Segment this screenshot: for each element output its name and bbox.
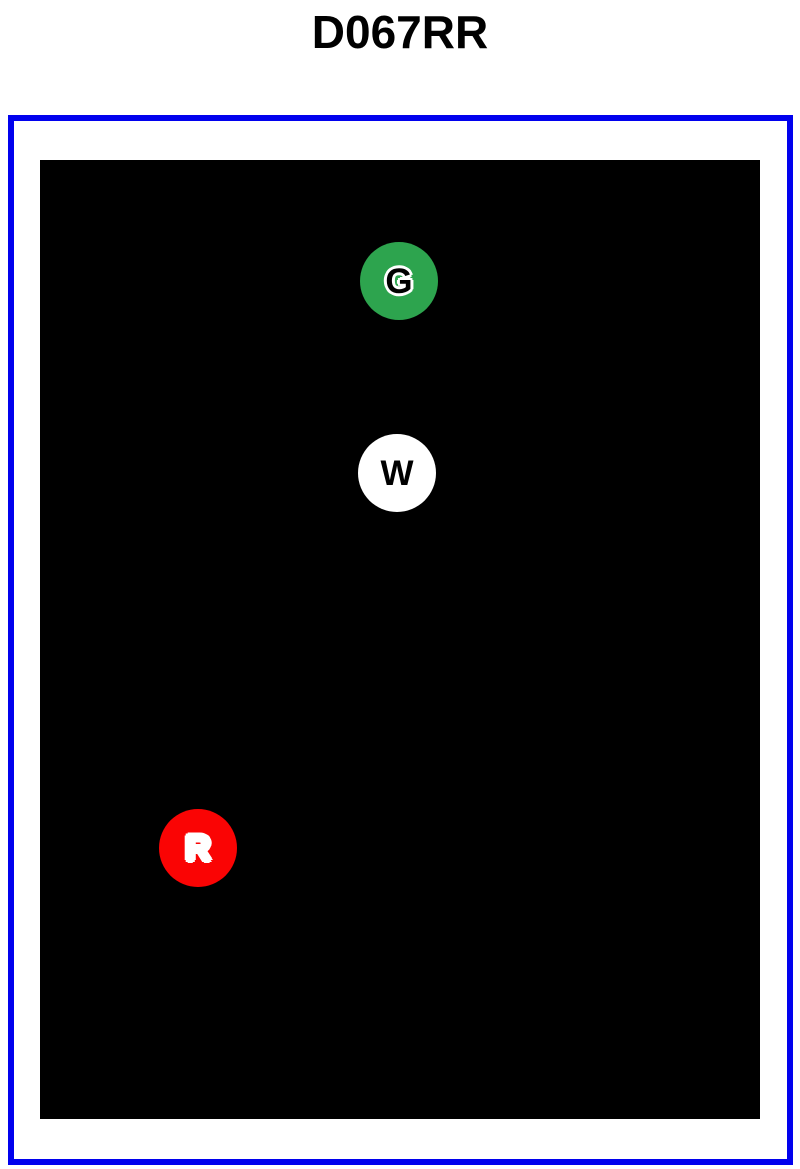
marker-label: W [380, 453, 414, 493]
red-marker[interactable]: R [159, 809, 237, 887]
white-marker[interactable]: W [358, 434, 436, 512]
marker-label: R [185, 828, 211, 868]
marker-label: G [385, 261, 413, 301]
black-board: G W R [40, 160, 760, 1119]
page-title: D067RR [311, 6, 489, 58]
blue-frame: G W R [8, 115, 793, 1165]
green-marker[interactable]: G [360, 242, 438, 320]
